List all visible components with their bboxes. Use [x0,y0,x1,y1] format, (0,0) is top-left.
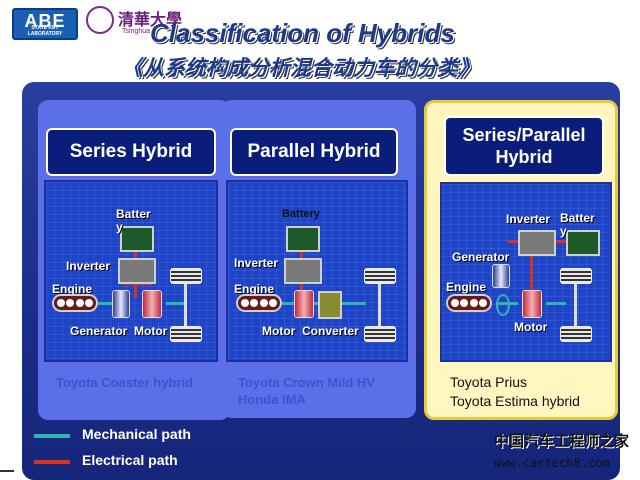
inverter-icon [518,230,556,256]
converter-icon [318,291,342,319]
watermark-cn: 中国汽车工程师之家 [494,432,630,450]
battery-label: Battery [282,208,320,220]
battery-label: Batter y [116,207,151,234]
motor-label: Motor [134,324,168,338]
motor-icon [522,290,542,318]
series-parallel-heading-1: Series/Parallel [462,125,586,145]
engine-label: Engine [234,282,275,296]
engine-icon [446,294,492,312]
battery-icon [120,226,154,252]
generator-icon [112,290,130,318]
series-hybrid-heading: Series Hybrid [46,128,216,176]
planetary-gear-icon [496,294,510,316]
wheel-icon [170,326,202,342]
wheel-icon [364,326,396,342]
parallel-example-1: Toyota Crown Mild HV [238,375,375,390]
series-parallel-example-1: Toyota Prius [450,374,528,390]
motor-icon [142,290,162,318]
wheel-icon [560,268,592,284]
series-parallel-example-2: Toyota Estima hybrid [450,393,580,409]
generator-icon [492,264,510,288]
tsinghua-seal-icon [86,6,114,34]
inverter-label: Inverter [506,212,551,226]
inverter-icon [284,258,322,284]
tsinghua-logo-text: 清華大學 [118,10,183,29]
wheel-icon [364,268,396,284]
inverter-label: Inverter [234,256,279,270]
engine-label: Engine [52,282,93,296]
series-example: Toyota Coaster hybrid [56,375,194,390]
abe-logo: ABE STATE KEY LABORATORY [12,8,78,40]
inverter-label: Inverter [66,259,111,273]
page-subtitle: 《从系统构成分析混合动力车的分类》 [122,57,479,80]
abe-logo-text: ABE [24,11,66,31]
motor-label: Motor [514,320,548,334]
engine-icon [52,294,98,312]
divider [0,470,14,472]
page-title: Classification of Hybrids [150,18,455,48]
wheel-icon [170,268,202,284]
series-parallel-heading-2: Hybrid [495,147,553,167]
generator-label: Generator [70,324,128,338]
series-parallel-heading: Series/Parallel Hybrid [444,116,604,176]
parallel-example-2: Honda IMA [238,392,306,407]
watermark-url: www.cartech8.com [494,456,610,470]
battery-icon [566,230,600,256]
electrical-path-swatch [34,460,70,464]
battery-label: Batter y [560,211,595,238]
electrical-path-label: Electrical path [82,452,178,468]
parallel-hybrid-heading: Parallel Hybrid [230,128,398,176]
inverter-icon [118,258,156,284]
engine-icon [236,294,282,312]
tsinghua-logo-sub: Tsinghua [122,28,151,35]
abe-logo-sub: STATE KEY LABORATORY [27,25,63,37]
battery-icon [286,226,320,252]
converter-label: Converter [302,324,359,338]
generator-label: Generator [452,250,510,264]
mechanical-path-swatch [34,434,70,438]
engine-label: Engine [446,280,487,294]
wheel-icon [560,326,592,342]
motor-icon [294,290,314,318]
mechanical-path-label: Mechanical path [82,426,191,442]
motor-label: Motor [262,324,296,338]
